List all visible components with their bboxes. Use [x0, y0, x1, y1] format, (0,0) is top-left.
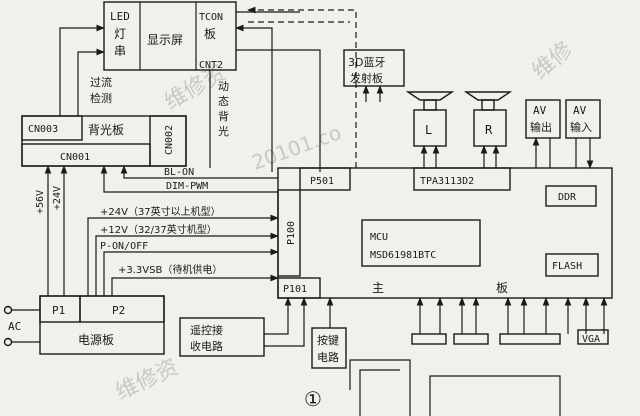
speaker-right: R	[463, 91, 513, 147]
v24-line-label: +24V（37英寸以上机型）	[100, 205, 221, 218]
vga-box	[577, 329, 609, 345]
av-in-label: 输入	[570, 120, 592, 134]
main-board-label: 板	[496, 281, 508, 295]
watermark-text: 维修资	[112, 355, 182, 406]
mcu-label: MCU	[370, 232, 388, 243]
main-board-label: 主	[372, 281, 384, 295]
bt-emitter-box	[343, 49, 405, 87]
v12-line-label: +12V（32/37英寸机型）	[100, 223, 217, 236]
ir-receiver-label: 收电路	[190, 339, 223, 353]
key-circuit-label: 按键	[317, 333, 339, 347]
mcu-box	[361, 219, 481, 267]
p101-box	[277, 277, 321, 299]
av-out-label: 输出	[530, 120, 552, 134]
ddr-box	[545, 185, 597, 207]
dim-pwm-label: DIM-PWM	[166, 181, 208, 192]
led-strip-label: LED	[110, 10, 130, 23]
figure-number: ①	[304, 387, 322, 411]
p1-label: P1	[52, 304, 65, 317]
key-circuit-box	[311, 327, 347, 369]
speaker-l-label: L	[425, 123, 432, 137]
ir-receiver-label: 遥控接	[190, 323, 223, 337]
watermark-text: 维修	[528, 37, 578, 84]
ir-receiver-box	[179, 317, 265, 357]
tpa-box	[413, 167, 511, 191]
ac-terminal	[3, 337, 13, 347]
tcon-label: 板	[204, 27, 216, 41]
cnt2-label: CNT2	[199, 60, 223, 71]
v24-vertical-label: +24V	[52, 186, 63, 210]
main-board-box	[277, 167, 613, 299]
led-strip-label: 串	[114, 44, 126, 58]
p101-label: P101	[283, 284, 307, 295]
overcurrent-label: 过流	[90, 75, 112, 89]
cn002-box	[149, 115, 187, 167]
cn001-label: CN001	[60, 152, 90, 163]
p100-label: P100	[286, 221, 297, 245]
flash-label: FLASH	[552, 261, 582, 272]
speaker-r-label: R	[485, 123, 493, 137]
tpa-label: TPA3113D2	[420, 176, 474, 187]
display-panel-box	[103, 1, 237, 71]
key-circuit-label: 电路	[317, 351, 339, 364]
ddr-label: DDR	[558, 192, 577, 203]
led-strip-label: 灯	[114, 27, 126, 41]
bt-emitter-label: 3D蓝牙	[348, 56, 385, 69]
main-board-bottom-ports: VGA	[411, 297, 609, 345]
power-board-label: 电源板	[78, 333, 114, 347]
ac-terminal	[3, 305, 13, 315]
dynamic-backlight-label: 背	[218, 109, 229, 123]
flash-box	[545, 253, 599, 277]
p2-box	[79, 295, 165, 323]
dynamic-backlight-label: 光	[218, 124, 229, 138]
watermark-text: 20101.co	[249, 120, 345, 174]
backlight-board-label: 背光板	[88, 123, 124, 137]
speaker-left: L	[405, 91, 455, 147]
bt-emitter-label: 发射板	[350, 71, 383, 85]
tcon-label: TCON	[199, 12, 223, 23]
ac-label: AC	[8, 320, 21, 333]
bl-on-label: BL-ON	[164, 167, 194, 178]
p2-label: P2	[112, 304, 125, 317]
cn003-box	[21, 115, 83, 141]
display-label: 显示屏	[147, 33, 183, 47]
p501-label: P501	[310, 176, 334, 187]
p501-box	[299, 167, 351, 191]
mcu-label: MSD61981BTC	[370, 250, 436, 261]
v33-line-label: +3.3VSB（待机供电）	[118, 263, 222, 276]
overcurrent-label: 检测	[90, 91, 112, 105]
av-out-label: AV	[533, 104, 547, 117]
vga-label: VGA	[582, 334, 600, 345]
av-in-label: AV	[573, 104, 587, 117]
av-out-box	[525, 99, 561, 139]
cn002-label: CN002	[164, 125, 175, 155]
cn003-label: CN003	[28, 124, 58, 135]
dynamic-backlight-label: 态	[218, 95, 229, 108]
dynamic-backlight-label: 动	[218, 80, 229, 93]
v56-label: +56V	[35, 190, 46, 214]
p-on-off-label: P-ON/OFF	[100, 241, 148, 252]
av-in-box	[565, 99, 601, 139]
